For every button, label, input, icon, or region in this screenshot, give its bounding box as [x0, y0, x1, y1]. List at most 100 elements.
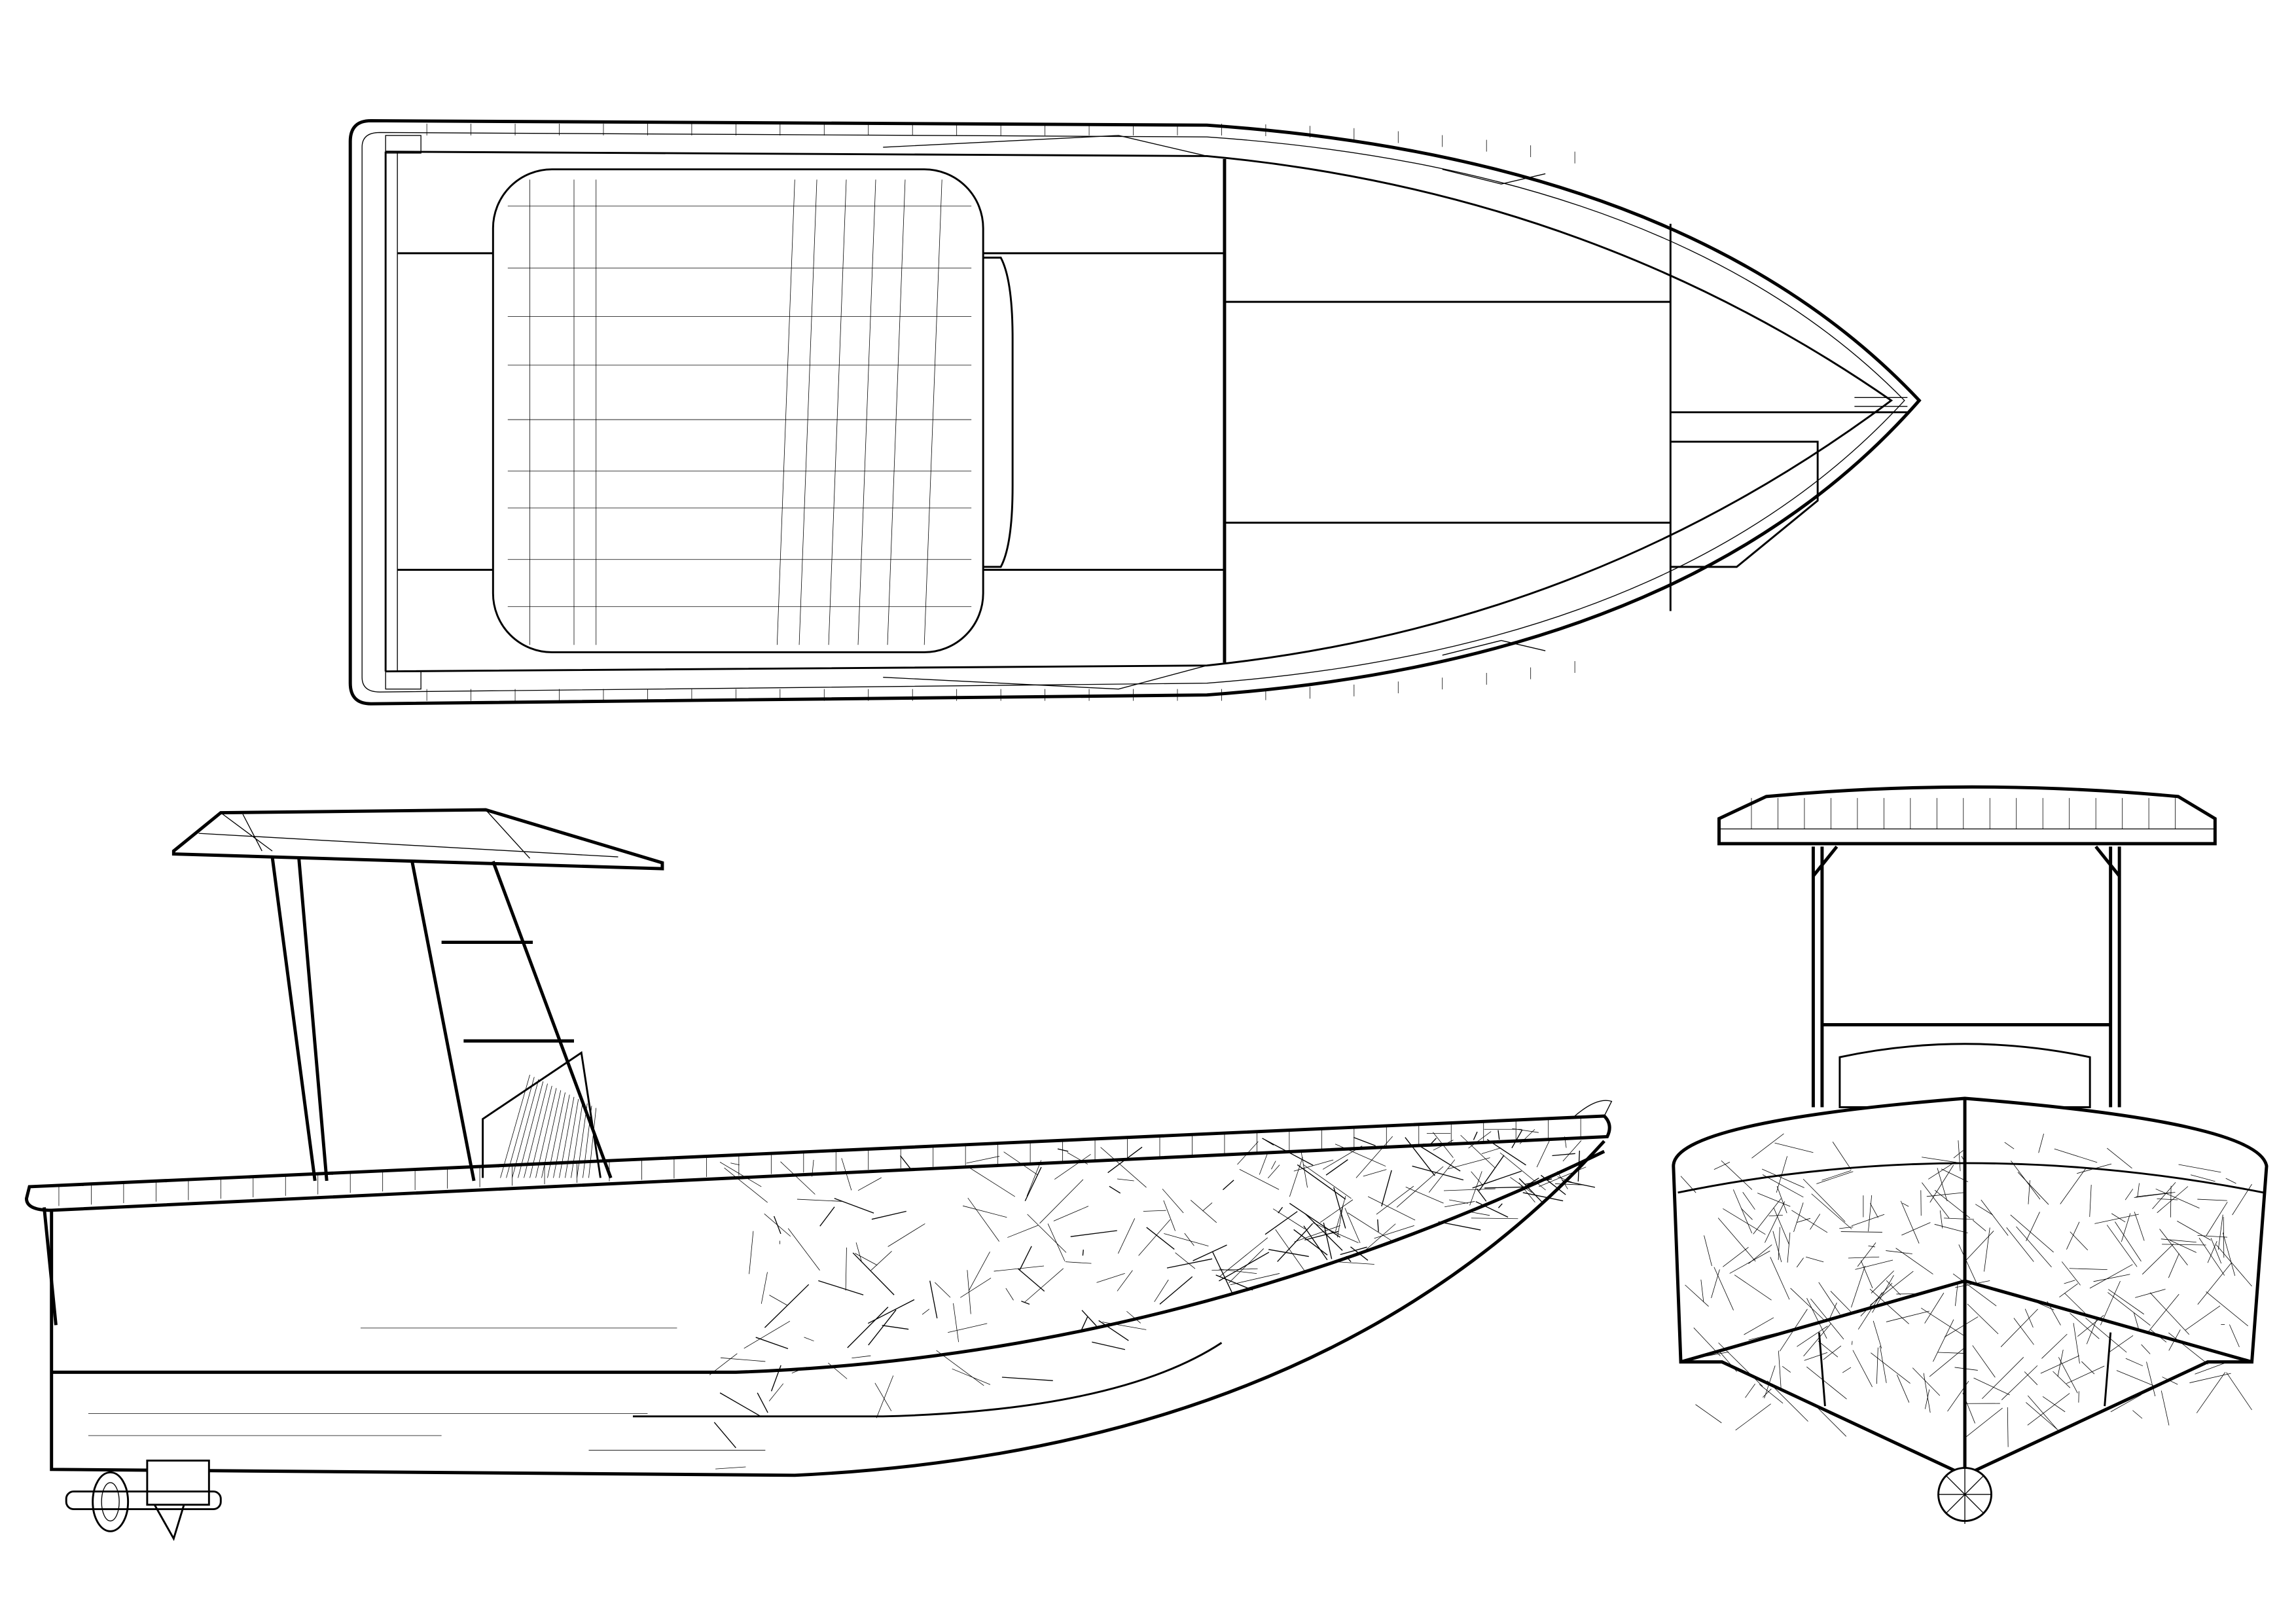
- hull-mesh-line: [1852, 1350, 1873, 1388]
- hull-mesh-line: [2229, 1324, 2240, 1348]
- hull-mesh-line: [780, 1161, 816, 1195]
- hull-mesh-line: [1879, 1346, 1887, 1383]
- top-console-seat: [492, 168, 984, 653]
- hull-mesh-line: [1926, 1192, 1965, 1197]
- hull-mesh-line: [1780, 1308, 1808, 1352]
- hull-mesh-line: [1982, 1357, 2024, 1399]
- hull-mesh-line: [764, 1284, 810, 1328]
- hull-mesh-line: [1350, 1246, 1369, 1261]
- hull-mesh-line: [1869, 1288, 1909, 1324]
- outboard-motor: [65, 1459, 222, 1542]
- console-hatch-line: [500, 1074, 530, 1178]
- hull-mesh-line: [1376, 1185, 1414, 1215]
- hull-mesh-line: [1265, 1140, 1274, 1146]
- hull-mesh-line: [1895, 1248, 1933, 1274]
- hull-mesh-line: [1680, 1176, 1696, 1193]
- hull-mesh-line: [2110, 1394, 2142, 1413]
- hull-mesh-line: [1335, 1144, 1386, 1167]
- hull-mesh-line: [720, 1357, 766, 1362]
- hull-mesh-line: [1952, 1273, 1997, 1307]
- hull-mesh-line: [2024, 1371, 2038, 1385]
- hull-mesh-line: [2135, 1289, 2166, 1298]
- hull-mesh-line: [2042, 1396, 2066, 1413]
- front-ttop-roof: [1717, 785, 2217, 846]
- top-gunwale-line: [386, 151, 1893, 673]
- hull-mesh-line: [1476, 1188, 1487, 1202]
- hull-mesh-line: [797, 1199, 844, 1202]
- hull-mesh-line: [1159, 1276, 1193, 1305]
- hull-mesh-line: [936, 1350, 984, 1386]
- hull-mesh-line: [1902, 1202, 1909, 1207]
- outboard-plate: [65, 1490, 222, 1511]
- hull-mesh-line: [1868, 1245, 1875, 1248]
- hull-mesh-line: [1830, 1291, 1853, 1314]
- hull-mesh-line: [1723, 1208, 1766, 1235]
- hull-mesh-line: [1787, 1232, 1791, 1263]
- hull-mesh-line: [1277, 1223, 1314, 1262]
- hull-mesh-line: [1762, 1174, 1804, 1198]
- hull-mesh-line: [1964, 1231, 1994, 1262]
- hull-mesh-line: [2077, 1163, 2112, 1174]
- hull-mesh-line: [1886, 1310, 1929, 1322]
- hull-mesh-line: [1944, 1218, 1974, 1220]
- hull-mesh-line: [2134, 1192, 2176, 1198]
- hull-mesh-line: [1984, 1227, 1990, 1272]
- hull-mesh-line: [966, 1156, 1000, 1164]
- hull-mesh-line: [1839, 1226, 1854, 1229]
- top-hull-inner-outline: [361, 132, 1905, 693]
- hull-mesh-line: [2100, 1280, 2121, 1326]
- hull-mesh-line: [1924, 1292, 1945, 1324]
- hull-mesh-line: [1923, 1373, 1931, 1413]
- hull-mesh-line: [1405, 1137, 1435, 1176]
- hull-mesh-line: [1293, 1229, 1328, 1255]
- hull-mesh-line: [1871, 1352, 1910, 1384]
- hull-mesh-line: [1289, 1157, 1303, 1197]
- console-grid-line: [828, 179, 847, 645]
- hull-mesh-line: [819, 1206, 835, 1227]
- front-gunwale: [1677, 1162, 2264, 1194]
- hull-mesh-line: [1057, 1148, 1069, 1152]
- hull-mesh-line: [1300, 1149, 1308, 1188]
- hull-mesh-line: [1791, 1210, 1828, 1233]
- front-propeller-blades: [1938, 1468, 1992, 1525]
- hull-mesh-line: [757, 1392, 768, 1413]
- hull-mesh-line: [2024, 1308, 2034, 1328]
- console-hatch-line: [565, 1099, 579, 1178]
- hull-mesh-line: [1322, 1146, 1363, 1170]
- hull-mesh-line: [1842, 1367, 1852, 1373]
- hull-mesh-line: [1829, 1303, 1837, 1319]
- hull-mesh-line: [1259, 1152, 1268, 1175]
- front-strakes: [1818, 1332, 2112, 1407]
- hull-mesh-line: [1763, 1388, 1772, 1398]
- hull-mesh-line: [1100, 1147, 1147, 1188]
- hull-mesh-line: [2133, 1312, 2139, 1329]
- hull-mesh-line: [1748, 1333, 1778, 1341]
- hull-mesh-line: [968, 1252, 990, 1291]
- hull-mesh-line: [2142, 1243, 2174, 1275]
- hull-mesh-line: [1053, 1206, 1089, 1221]
- hull-mesh-line: [1303, 1225, 1328, 1261]
- hull-mesh-line: [1374, 1225, 1414, 1239]
- hull-mesh-line: [1562, 1180, 1596, 1188]
- hull-mesh-line: [2197, 1199, 2227, 1201]
- hull-mesh-line: [1444, 1201, 1475, 1208]
- hull-mesh-line: [1857, 1242, 1876, 1267]
- hull-mesh-line: [1764, 1365, 1776, 1399]
- hull-mesh-line: [1735, 1403, 1771, 1431]
- hull-mesh-line: [834, 1198, 874, 1214]
- hull-mesh-line: [2001, 1365, 2038, 1400]
- propeller-blade: [101, 1482, 120, 1522]
- hull-mesh-line: [2137, 1183, 2140, 1197]
- hull-mesh-line: [2195, 1361, 2229, 1375]
- hull-mesh-line: [1498, 1203, 1503, 1208]
- side-hull-profile: [50, 1140, 1605, 1477]
- hull-mesh-line: [1229, 1248, 1265, 1284]
- hull-mesh-line: [1705, 1351, 1729, 1357]
- hull-mesh-line: [1498, 1130, 1500, 1140]
- hull-mesh-line: [1848, 1256, 1880, 1259]
- hull-mesh-line: [1806, 1298, 1827, 1339]
- hull-mesh-line: [1417, 1144, 1461, 1172]
- hull-mesh-line: [1070, 1230, 1117, 1237]
- hull-mesh-line: [1368, 1196, 1416, 1221]
- hull-mesh-line: [1818, 1341, 1839, 1358]
